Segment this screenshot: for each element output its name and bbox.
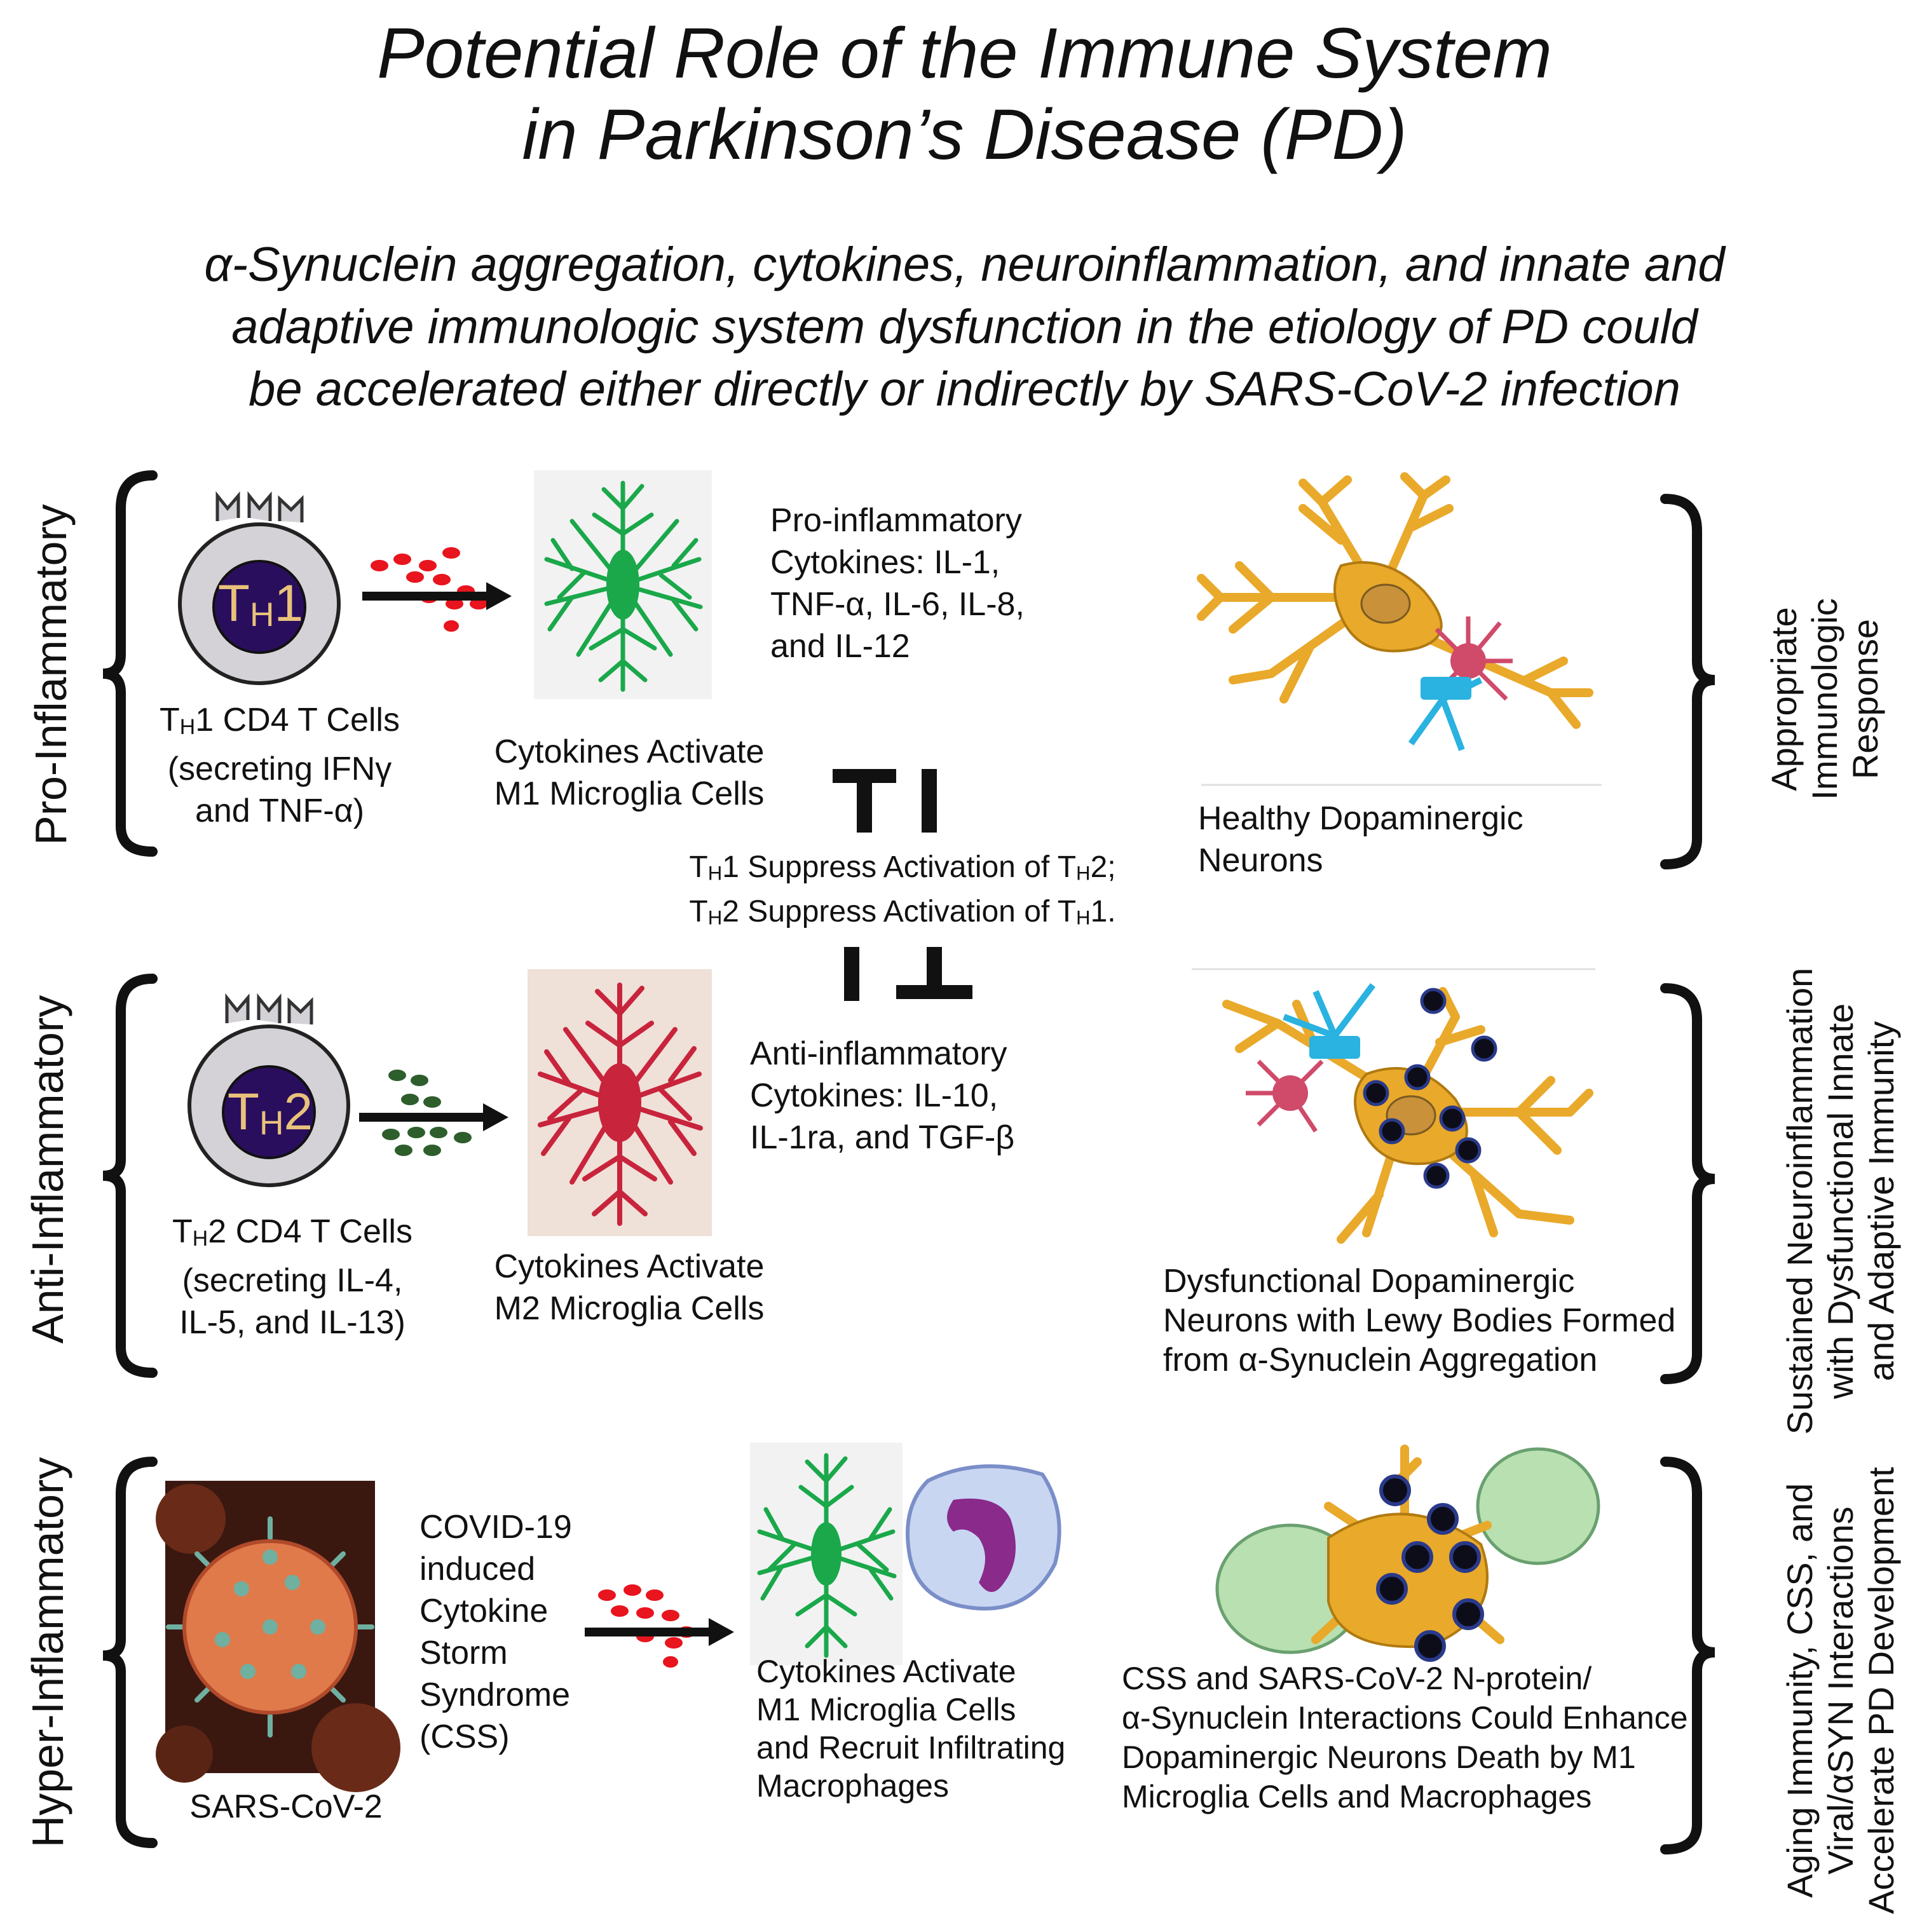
neuron-death-image	[1215, 1445, 1600, 1662]
suppression-text: TH1 Suppress Activation of TH2; TH2 Supp…	[689, 850, 1116, 929]
m1-macrophage-caption: Cytokines Activate M1 Microglia Cells an…	[756, 1654, 1066, 1804]
th2-caption: TH2 CD4 T Cells (secreting IL-4, IL-5, a…	[172, 1213, 412, 1342]
subtitle-line-2: adaptive immunologic system dysfunction …	[231, 300, 1698, 354]
dysfunctional-neuron-caption: Dysfunctional Dopaminergic Neurons with …	[1163, 1263, 1676, 1378]
m2-microglia-image	[528, 969, 712, 1236]
th1-cell-icon	[178, 491, 341, 685]
title-line-2: in Parkinson’s Disease (PD)	[522, 95, 1407, 174]
subtitle-line-1: α-Synuclein aggregation, cytokines, neur…	[204, 238, 1725, 292]
m1-microglia-image-2	[750, 1443, 903, 1665]
bracket-left-anti	[102, 974, 158, 1378]
hyper-cytokine-arrow	[585, 1584, 734, 1668]
bracket-left-hyper	[102, 1457, 158, 1848]
healthy-neuron-image	[1197, 472, 1602, 786]
neuron-death-caption: CSS and SARS-CoV-2 N-protein/ α-Synuclei…	[1122, 1661, 1688, 1814]
m1-microglia-caption: Cytokines Activate M1 Microglia Cells	[494, 733, 765, 812]
side-label-appropriate-response: Appropriate Immunologic Response	[1764, 598, 1885, 800]
row-label-pro-inflammatory: Pro-Inflammatory	[26, 504, 76, 845]
row-label-anti-inflammatory: Anti-Inflammatory	[23, 995, 72, 1344]
pro-cytokines-list: Pro-inflammatory Cytokines: IL-1, TNF-α,…	[770, 502, 1025, 665]
side-label-aging-immunity: Aging Immunity, CSS, and Viral/αSYN Inte…	[1780, 1467, 1901, 1914]
m2-microglia-caption: Cytokines Activate M2 Microglia Cells	[494, 1248, 765, 1327]
pro-cytokine-arrow	[362, 547, 512, 632]
anti-cytokine-arrow	[359, 1070, 508, 1156]
row-label-hyper-inflammatory: Hyper-Inflammatory	[23, 1457, 72, 1848]
macrophage-image	[906, 1464, 1061, 1611]
th1-caption: TH1 CD4 T Cells (secreting IFNγ and TNF-…	[160, 702, 400, 830]
subtitle-line-3: be accelerated either directly or indire…	[249, 362, 1680, 416]
left-brackets	[102, 470, 158, 1848]
bracket-right-pro	[1660, 494, 1715, 869]
right-brackets	[1660, 494, 1715, 1854]
bracket-right-anti	[1660, 983, 1715, 1384]
m1-microglia-image	[534, 470, 712, 699]
page-title: Potential Role of the Immune System in P…	[0, 13, 1929, 175]
th1-badge: TH1	[217, 575, 304, 634]
bracket-right-hyper	[1660, 1457, 1715, 1854]
bracket-left-pro	[102, 470, 158, 857]
healthy-neuron-caption: Healthy Dopaminergic Neurons	[1198, 800, 1523, 879]
anti-cytokines-list: Anti-inflammatory Cytokines: IL-10, IL-1…	[750, 1035, 1015, 1156]
side-label-sustained-neuroinflammation: Sustained Neuroinflammation with Dysfunc…	[1780, 967, 1901, 1435]
sars-cov-2-caption: SARS-CoV-2	[189, 1788, 383, 1825]
sars-cov-2-image	[156, 1481, 400, 1792]
dysfunctional-neuron-image	[1192, 968, 1595, 1244]
title-line-1: Potential Role of the Immune System	[377, 13, 1552, 93]
suppression-symbols	[833, 769, 972, 1001]
th2-badge: TH2	[227, 1083, 313, 1142]
css-text: COVID-19 induced Cytokine Storm Syndrome…	[419, 1509, 572, 1755]
subtitle: α-Synuclein aggregation, cytokines, neur…	[0, 234, 1929, 421]
th2-cell-icon	[187, 993, 350, 1187]
